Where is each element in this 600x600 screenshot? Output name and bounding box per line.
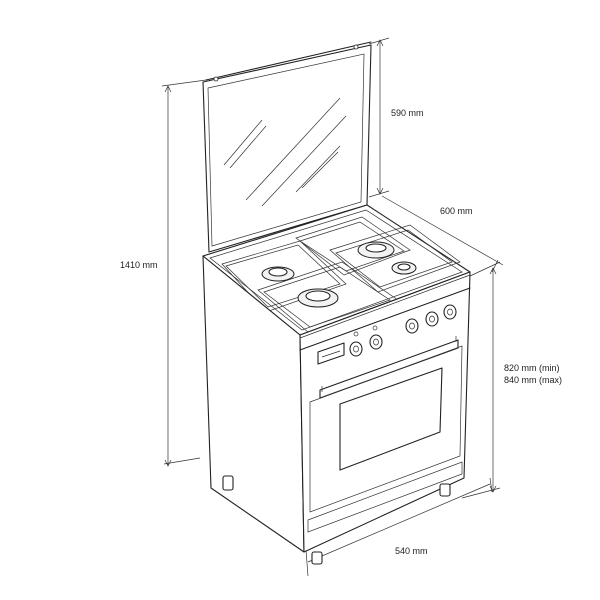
width-label: 600 mm: [440, 206, 473, 216]
base-depth-label: 540 mm: [395, 546, 428, 556]
lid-depth-dimension-line: [368, 37, 390, 198]
control-knob: [369, 334, 383, 350]
timer-display: [317, 342, 345, 365]
storage-drawer: [307, 461, 463, 533]
feet: [222, 475, 451, 565]
control-knob: [405, 318, 419, 334]
base-depth-dimension-line: [305, 477, 493, 577]
cooktop-height-dimension-line: [461, 261, 501, 499]
burner-rear-left: [261, 266, 295, 282]
control-knobs: [349, 304, 457, 357]
control-knob: [443, 304, 457, 320]
burner-rear-right: [357, 241, 395, 259]
control-knob: [349, 341, 363, 357]
lid-depth-label: 590 mm: [391, 108, 424, 118]
cooktop: [202, 204, 471, 336]
oven-handle: [319, 336, 459, 399]
glass-lid: [202, 41, 372, 253]
oven-window: [339, 367, 443, 471]
height-label: 1410 mm: [120, 260, 158, 270]
burner-front-right: [391, 261, 417, 275]
height-dimension-line: [161, 79, 207, 467]
oven-door: [309, 345, 463, 513]
cooktop-height-max-label: 840 mm (max): [504, 375, 563, 385]
burner-front-left: [297, 288, 339, 308]
control-knob: [425, 311, 439, 327]
cooktop-height-min-label: 820 mm (min): [504, 363, 560, 373]
